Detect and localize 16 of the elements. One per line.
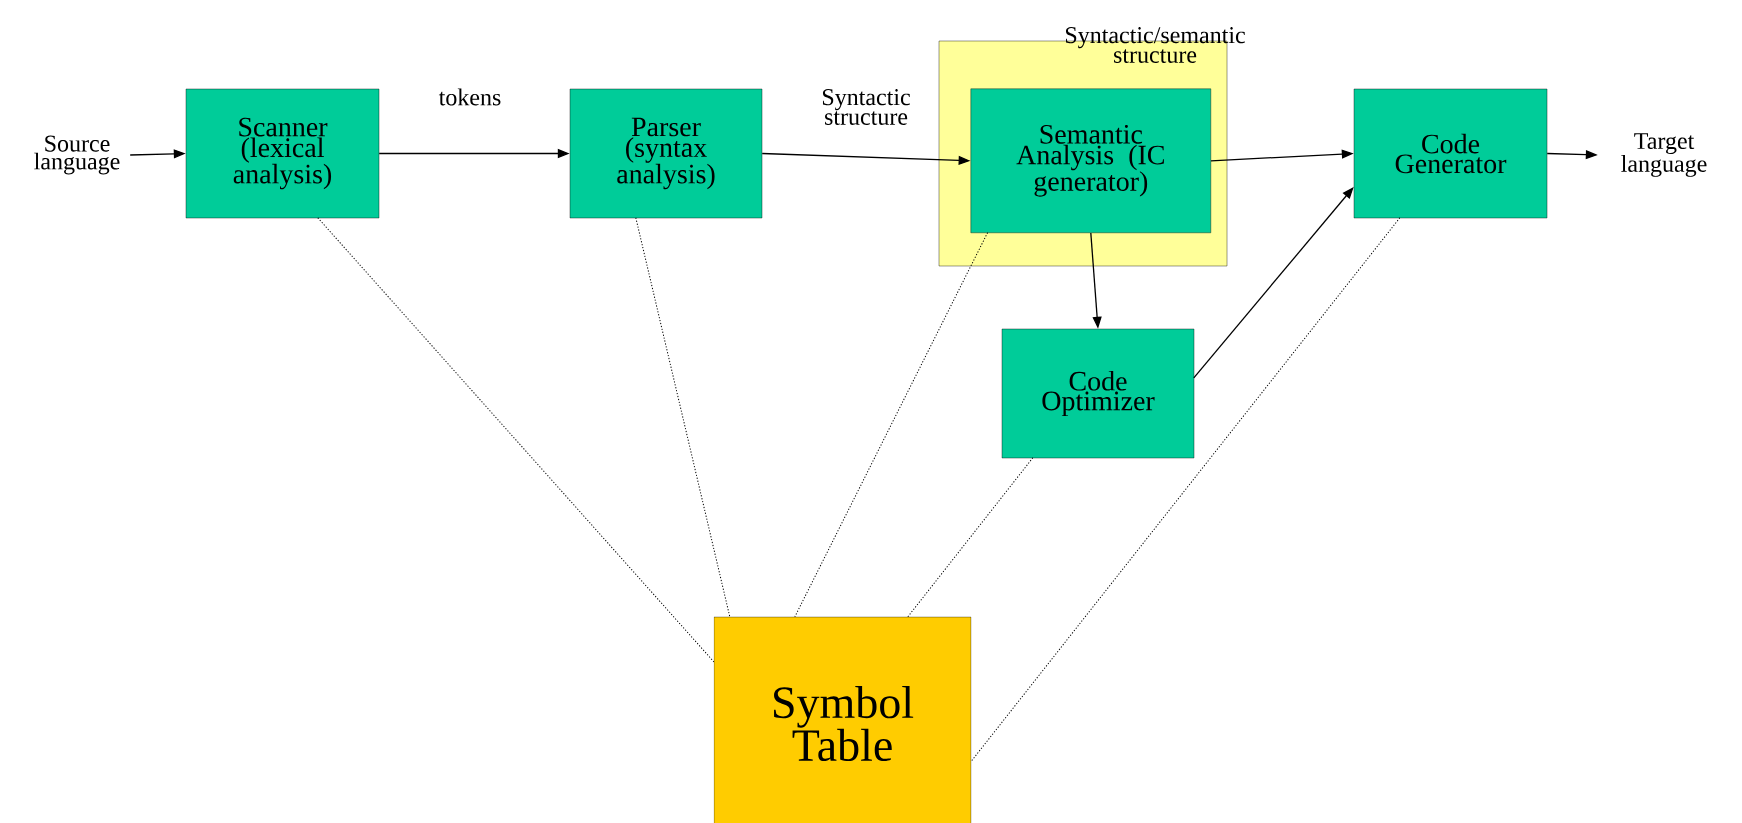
edge-label: tokens [438,88,501,106]
edge-label: Syntactic structure [822,89,910,125]
dotted-line [317,217,715,663]
symbol-table-box: Symbol Table [713,616,972,823]
dotted-line [970,217,1401,763]
terminal-label: Target language [1621,133,1707,177]
dotted-line [794,232,989,618]
process-box: Scanner (lexical analysis) [185,88,380,219]
process-box: Code Optimizer [1001,328,1195,459]
edge-label: Syntactic/semantic structure [1066,27,1245,63]
dotted-line [635,217,731,618]
terminal-label: Source language [34,135,120,175]
dotted-line [907,457,1034,618]
process-box: Parser (syntax analysis) [569,88,763,219]
process-box: Semantic Analysis (IC generator) [970,88,1211,233]
process-box: Code Generator [1353,88,1548,219]
